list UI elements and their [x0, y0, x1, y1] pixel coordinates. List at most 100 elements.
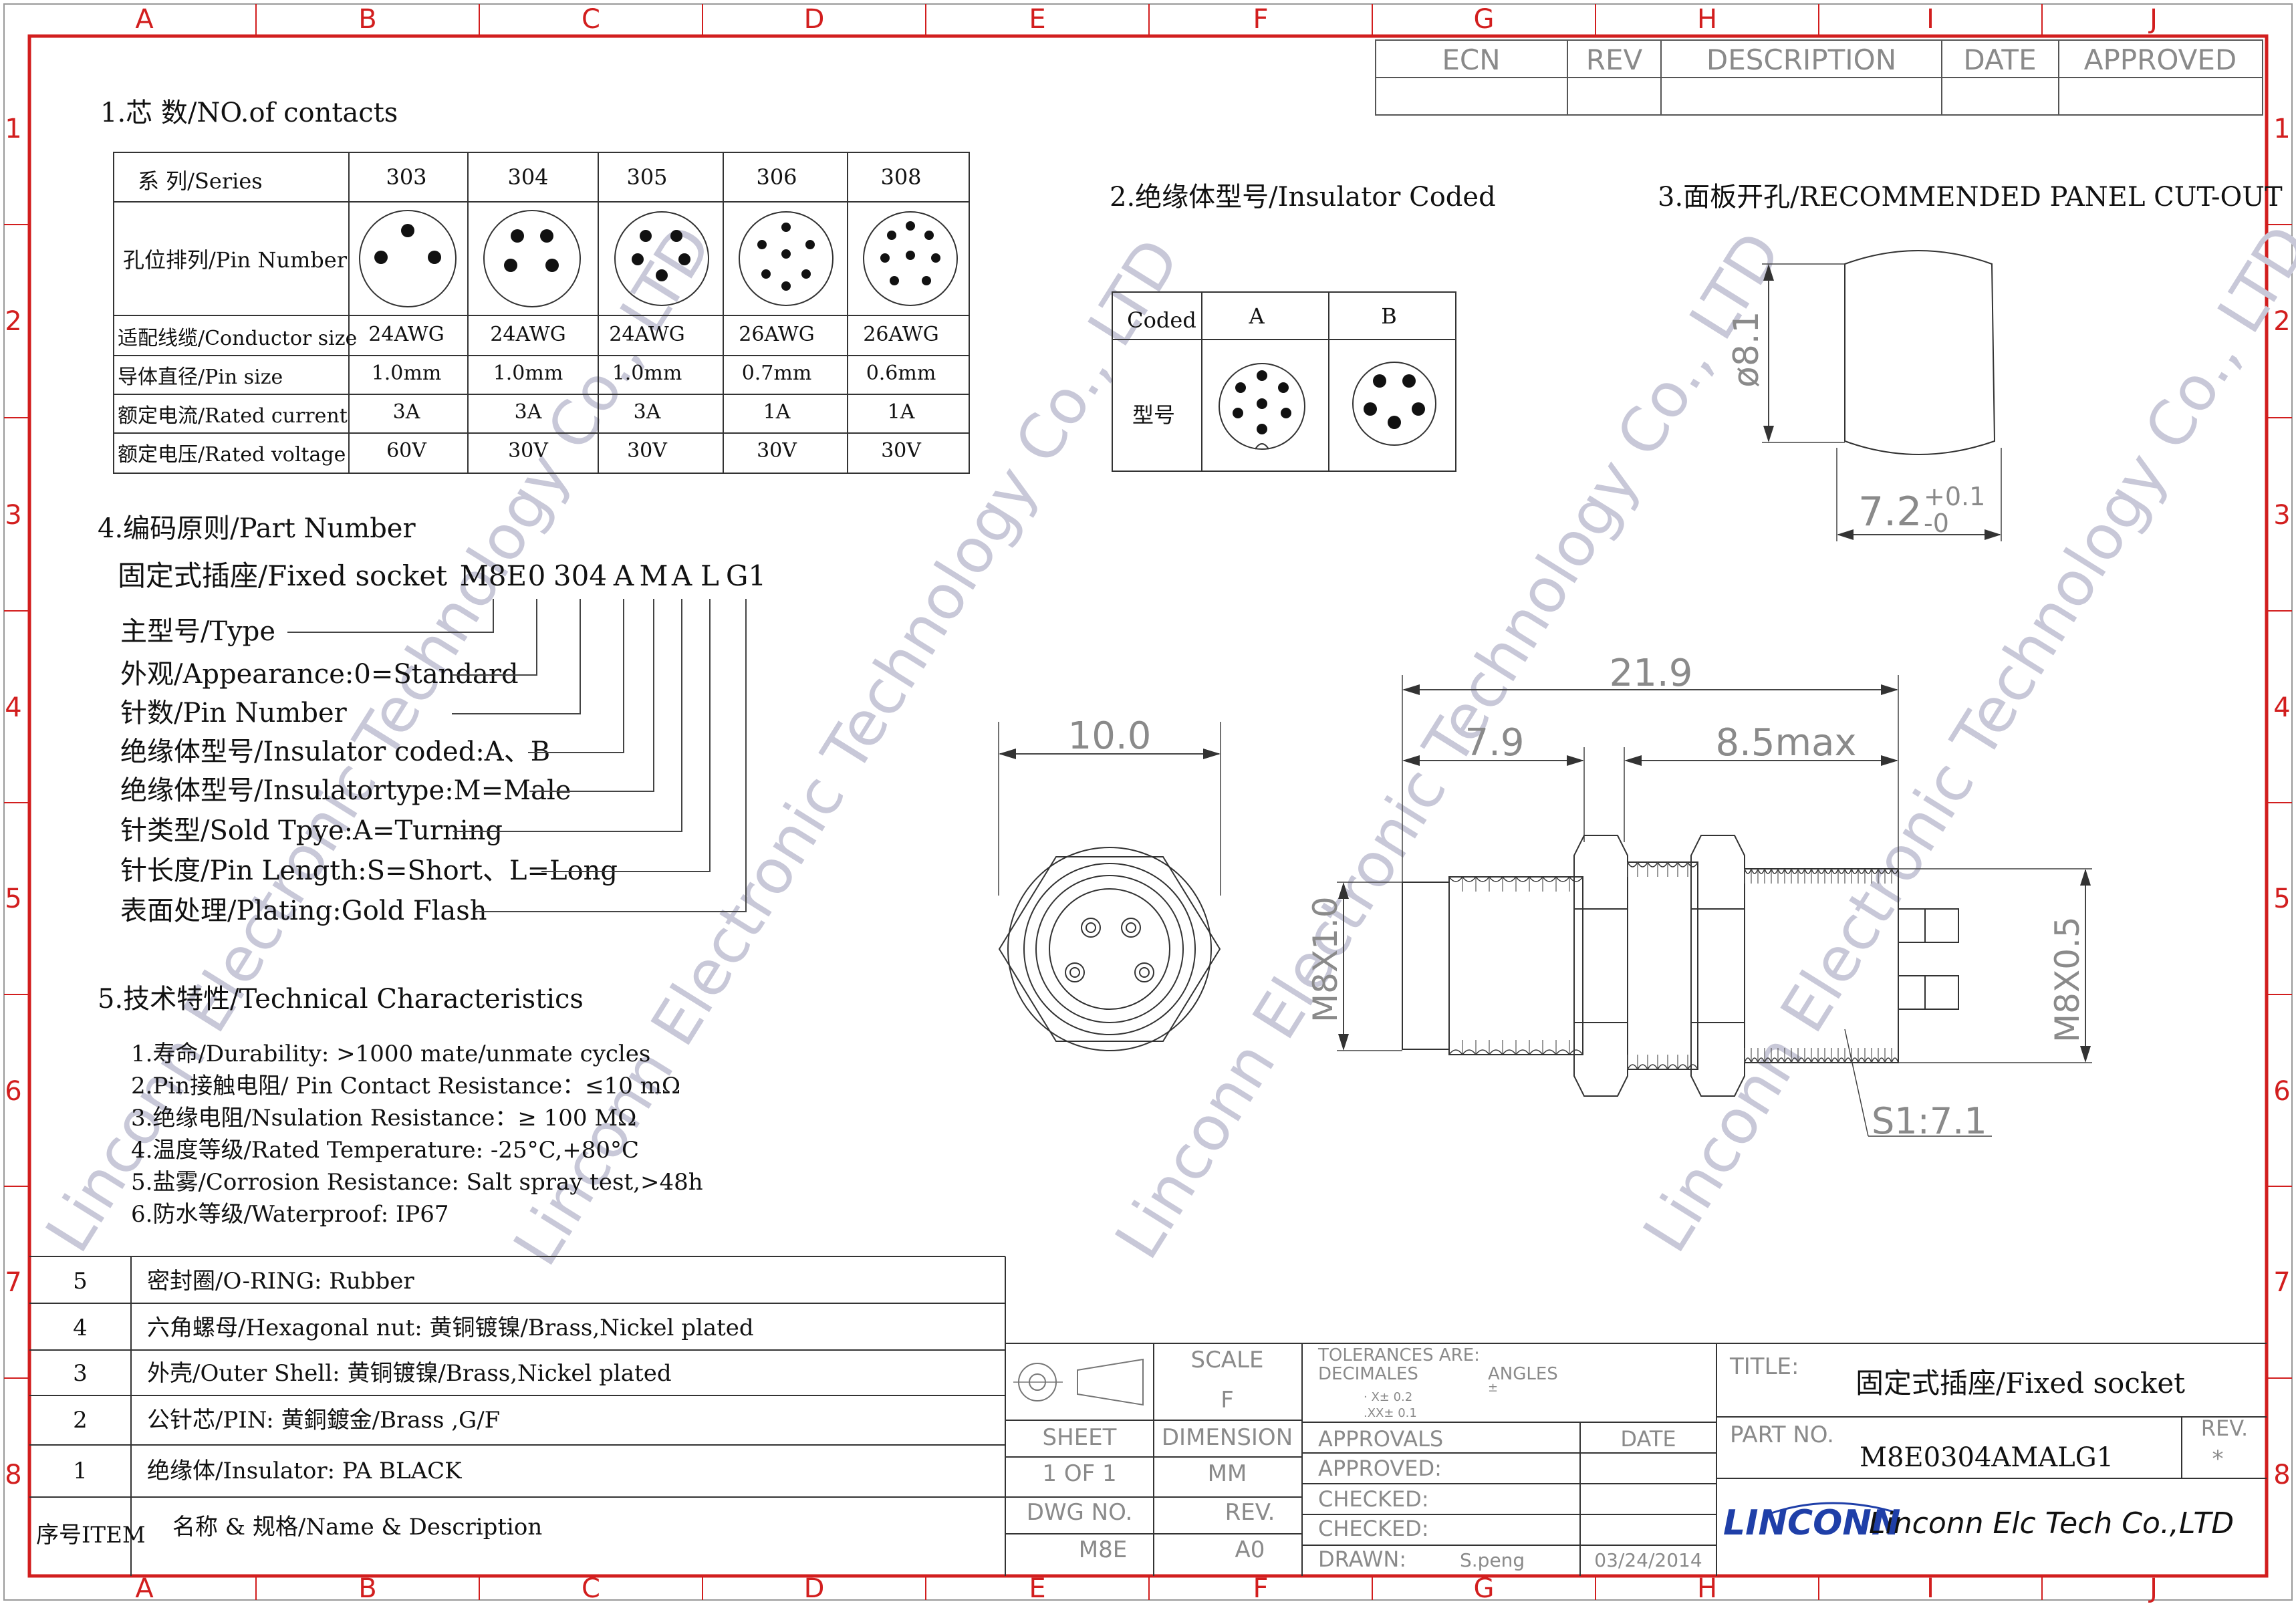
- technical-item: 3.绝缘电阻/Nsulation Resistance：≥ 100 MΩ: [131, 1105, 636, 1131]
- checked2-label: CHECKED:: [1318, 1516, 1429, 1541]
- panel-width: 7.2: [1858, 489, 1922, 535]
- spec-value: 30V: [757, 439, 797, 462]
- zone-col-bottom-D: D: [804, 1573, 825, 1604]
- zone-col-top-D: D: [804, 4, 825, 35]
- rev-header-approved: APPROVED: [2084, 43, 2237, 76]
- pin-number-label: 孔位排列/Pin Number: [123, 247, 348, 273]
- left-length-dim: 7.9: [1464, 721, 1524, 765]
- thread-right-dim: M8X0.5: [2048, 916, 2087, 1043]
- bom-item-description: 外壳/Outer Shell: 黄铜镀镍/Brass,Nickel plated: [147, 1360, 672, 1387]
- bom-item-description: 六角螺母/Hexagonal nut: 黄铜镀镍/Brass,Nickel pl…: [147, 1315, 754, 1341]
- pin-layout-304: [483, 210, 581, 307]
- technical-title: 5.技术特性/Technical Characteristics: [98, 984, 584, 1015]
- front-view: 10.0: [998, 714, 1221, 1051]
- part-code-segment: A: [671, 559, 692, 592]
- angles-label: ANGLES: [1488, 1364, 1558, 1384]
- part-code-segment: A: [613, 559, 634, 592]
- zone-row-right-1: 1: [2273, 114, 2290, 144]
- part-number-title: 4.编码原则/Part Number: [98, 513, 416, 544]
- zone-col-top-B: B: [358, 4, 376, 35]
- pin-layout-306: [739, 211, 834, 306]
- zone-col-bottom-I: I: [1926, 1573, 1934, 1604]
- decimals-label: DECIMALES: [1318, 1364, 1418, 1384]
- company-name: Lincon​n Elc Tech Co.,LTD: [1869, 1506, 2234, 1541]
- overall-length-dim: 21.9: [1610, 652, 1693, 695]
- zone-row-right-7: 7: [2273, 1267, 2290, 1298]
- part-code-segment: 0: [528, 559, 546, 592]
- bom-item-number: 3: [73, 1360, 88, 1387]
- bom-header-desc: 名称 & 规格/Name & Description: [172, 1514, 542, 1541]
- drawn-by: S.peng: [1460, 1549, 1525, 1571]
- spec-value: 24AWG: [609, 323, 684, 346]
- spec-value: 3A: [515, 400, 542, 424]
- part-code-segment: G1: [726, 559, 766, 592]
- rev-header-rev: REV: [1586, 43, 1643, 76]
- zone-col-top-I: I: [1926, 4, 1934, 35]
- bom-item-number: 4: [73, 1315, 88, 1341]
- spec-value: 1A: [888, 400, 915, 424]
- bom-header-item: 序号ITEM: [36, 1522, 146, 1549]
- front-width-dim: 10.0: [1068, 714, 1152, 758]
- insulator-section: 2.绝缘体型号/Insulator Coded Coded A B 型号: [1110, 182, 1496, 472]
- spec-value: 3A: [393, 400, 420, 424]
- s1-note: S1:7.1: [1872, 1100, 1987, 1142]
- series-304: 304: [507, 164, 548, 190]
- tolerance-xx: .XX± 0.1: [1364, 1406, 1417, 1420]
- panel-title: 3.面板开孔/RECOMMENDED PANEL CUT-OUT: [1658, 182, 2283, 213]
- series-306: 306: [756, 164, 797, 190]
- part-number-section: 4.编码原则/Part Number 固定式插座/Fixed socket M8…: [98, 513, 766, 926]
- spec-value: 24AWG: [490, 323, 565, 346]
- fixed-socket-label: 固定式插座/Fixed socket: [118, 559, 447, 592]
- spec-label: 额定电流/Rated current: [118, 404, 348, 428]
- drawn-date: 03/24/2014: [1594, 1549, 1702, 1571]
- spec-value: 26AWG: [739, 323, 814, 346]
- zone-col-top-A: A: [135, 4, 154, 35]
- revision-label: REV.: [2201, 1416, 2248, 1441]
- rev-header-ecn: ECN: [1442, 43, 1500, 76]
- rev-label: REV.: [1225, 1499, 1275, 1526]
- revision-table: ECN REV DESCRIPTION DATE APPROVED: [1375, 39, 2263, 116]
- spec-value: 1.0mm: [493, 362, 563, 385]
- zone-row-right-5: 5: [2273, 884, 2290, 914]
- right-length-dim: 8.5max: [1715, 721, 1856, 765]
- spec-label: 额定电压/Rated voltage: [118, 443, 346, 466]
- insulator-b-diagram: [1352, 362, 1436, 446]
- insulator-code-b: B: [1381, 303, 1397, 329]
- bom-item-number: 1: [73, 1458, 88, 1484]
- approved-label: APPROVED:: [1318, 1456, 1442, 1481]
- title-label: TITLE:: [1729, 1353, 1799, 1380]
- zone-col-bottom-C: C: [582, 1573, 600, 1604]
- zone-row-left-2: 2: [5, 306, 21, 337]
- thread-middle: [1627, 861, 1698, 1070]
- part-code-segment: L: [700, 559, 719, 592]
- technical-item: 2.Pin接触电阻/ Pin Contact Resistance：≤10 mΩ: [131, 1073, 680, 1099]
- zone-row-left-6: 6: [5, 1076, 21, 1107]
- side-view: 21.9 7.9 8.5max: [1306, 652, 2092, 1142]
- pin-layout-308: [863, 211, 958, 306]
- technical-item: 1.寿命/Durability: >1000 mate/unmate cycle…: [131, 1041, 650, 1067]
- spec-value: 0.7mm: [742, 362, 812, 385]
- red-frame: [27, 34, 2269, 1578]
- part-code-legend-item: 绝缘体型号/Insulatortype:M=Male: [120, 775, 571, 806]
- rev-value: A0: [1235, 1536, 1265, 1563]
- spec-value: 30V: [627, 439, 668, 462]
- spec-value: 60V: [386, 439, 427, 462]
- part-code-legend-item: 绝缘体型号/Insulator coded:A、B: [120, 737, 550, 767]
- series-305: 305: [626, 164, 667, 190]
- technical-item: 4.温度等级/Rated Temperature: -25°C,+80°C: [131, 1137, 639, 1164]
- zone-col-bottom-H: H: [1697, 1573, 1717, 1604]
- part-code-segment: M: [639, 559, 668, 592]
- title-value: 固定式插座/Fixed socket: [1856, 1367, 2185, 1399]
- technical-section: 5.技术特性/Technical Characteristics 1.寿命/Du…: [98, 984, 703, 1228]
- zone-row-left-8: 8: [5, 1460, 21, 1490]
- insulator-code-a: A: [1248, 303, 1265, 329]
- drawn-label: DRAWN:: [1318, 1547, 1406, 1572]
- zone-row-right-3: 3: [2273, 500, 2290, 531]
- dimension-label: DIMENSION: [1162, 1424, 1293, 1451]
- spec-value: 30V: [881, 439, 922, 462]
- pin-layout-303: [359, 210, 457, 307]
- scale-label: SCALE: [1190, 1347, 1263, 1373]
